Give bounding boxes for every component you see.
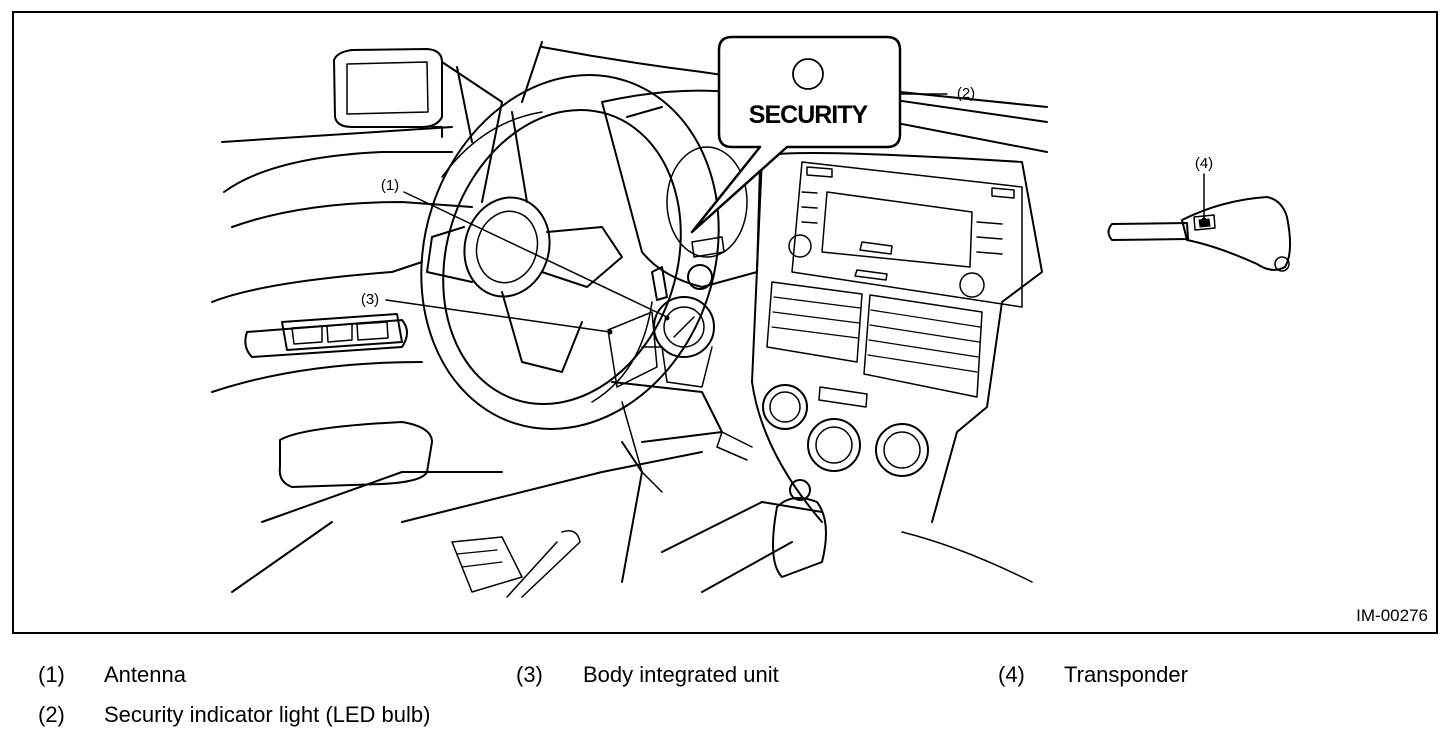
callout-1: (1) — [381, 177, 399, 194]
legend-num-2: (2) — [38, 702, 65, 727]
legend-num-1: (1) — [38, 662, 65, 687]
climate-knob-center — [807, 418, 861, 472]
legend-num-3: (3) — [516, 662, 543, 687]
security-indicator-callout — [690, 35, 902, 234]
air-vent-left — [766, 281, 863, 363]
security-label: SECURITY — [749, 101, 869, 129]
steering-wheel-outer — [420, 74, 720, 430]
audio-knob-left — [788, 234, 812, 258]
door-upper-line — [221, 126, 473, 228]
steering-wheel-inner — [442, 108, 682, 406]
floor-console — [401, 451, 823, 593]
transponder-chip — [1193, 214, 1216, 231]
callout-2: (2) — [957, 85, 975, 102]
transponder-key-head — [1181, 196, 1291, 271]
steering-hub — [463, 196, 551, 298]
audio-knob-right — [959, 272, 985, 298]
legend-num-4: (4) — [998, 662, 1025, 687]
security-led-icon — [792, 58, 824, 90]
transponder-key-blade — [1107, 222, 1189, 241]
side-mirror — [333, 48, 443, 128]
steering-spokes — [426, 111, 623, 373]
audio-display — [821, 191, 973, 268]
a-pillar — [441, 41, 543, 203]
door-panel — [211, 261, 423, 358]
callout-4: (4) — [1195, 155, 1213, 172]
callout-3: (3) — [361, 291, 379, 308]
climate-knob-left — [762, 384, 808, 430]
leader-1 — [403, 191, 668, 318]
door-pocket — [278, 421, 433, 488]
dashboard-illustration: SECURITY (1) (2) (3) (4) — [211, 35, 1291, 598]
legend-text-security-indicator: Security indicator light (LED bulb) — [104, 702, 431, 727]
legend-text-body-integrated-unit: Body integrated unit — [583, 662, 779, 687]
shift-lever — [772, 497, 827, 578]
leader-3 — [385, 299, 611, 333]
figure-id: IM-00276 — [1356, 606, 1428, 625]
legend-text-antenna: Antenna — [104, 662, 186, 687]
figure-frame: SECURITY (1) (2) (3) (4) IM-00276 — [12, 11, 1438, 634]
window-switch-panel — [281, 313, 403, 351]
audio-unit — [791, 161, 1023, 308]
climate-knob-right — [875, 423, 929, 477]
transponder-key-ring — [1274, 256, 1290, 272]
air-vent-right — [863, 294, 983, 398]
handbrake — [451, 530, 581, 598]
legend-text-transponder: Transponder — [1064, 662, 1188, 687]
body-integrated-unit — [607, 311, 658, 388]
